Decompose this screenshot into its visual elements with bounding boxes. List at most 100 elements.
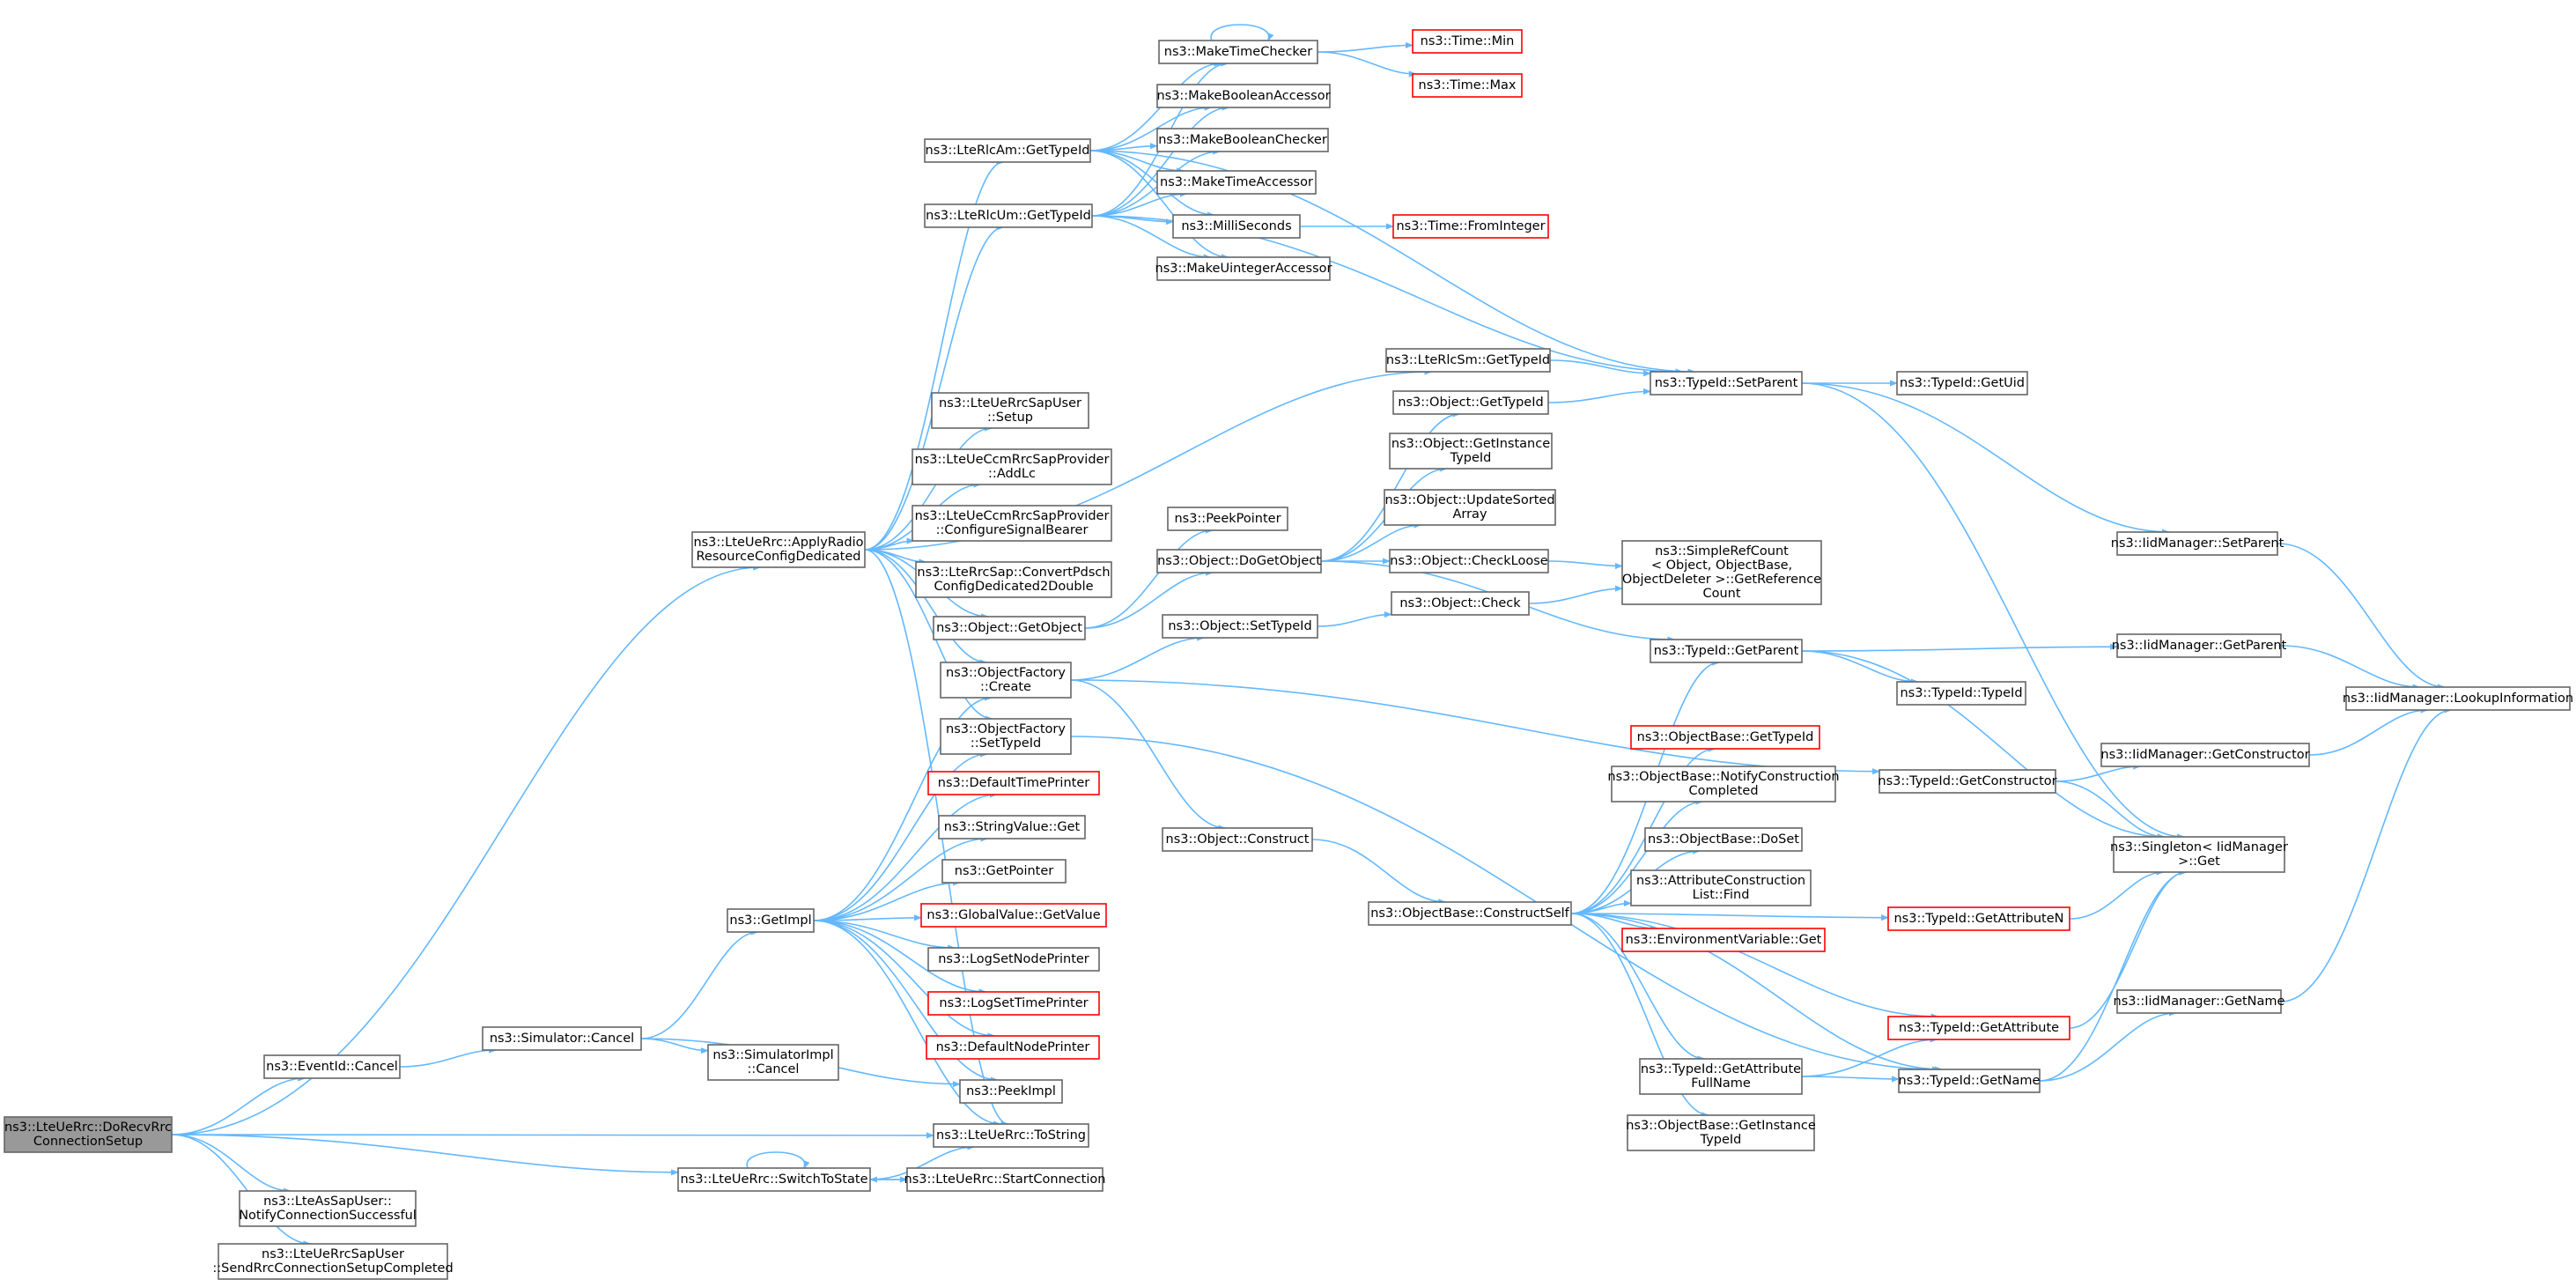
node-obj_settypeid[interactable]: ns3::Object::SetTypeId [1162, 614, 1318, 639]
node-obj_getobject[interactable]: ns3::Object::GetObject [933, 616, 1086, 640]
node-box [1158, 40, 1318, 64]
node-mua[interactable]: ns3::MakeUintegerAccessor [1155, 256, 1332, 281]
node-iid_getname[interactable]: ns3::IidManager::GetName [2114, 989, 2285, 1014]
node-box [1389, 433, 1553, 470]
node-tid_getattr[interactable]: ns3::TypeId::GetAttribute [1887, 1016, 2070, 1040]
node-label: ns3::ObjectFactory [946, 722, 1066, 736]
node-sim_cancel[interactable]: ns3::Simulator::Cancel [482, 1026, 642, 1051]
node-box [2116, 531, 2278, 556]
node-apply[interactable]: ns3::LteUeRrc::ApplyRadioResourceConfigD… [691, 531, 866, 568]
node-ob_gettypeid[interactable]: ns3::ObjectBase::GetTypeId [1630, 725, 1820, 750]
node-peekpointer[interactable]: ns3::PeekPointer [1167, 507, 1288, 531]
node-stringval[interactable]: ns3::StringValue::Get [938, 815, 1086, 840]
node-iid_getparent[interactable]: ns3::IidManager::GetParent [2112, 633, 2287, 658]
node-label: ns3::Simulator::Cancel [490, 1032, 634, 1046]
node-simimpl_cancel[interactable]: ns3::SimulatorImpl::Cancel [707, 1044, 839, 1081]
node-label: ns3::IidManager::GetConstructor [2100, 748, 2309, 762]
node-ob_doset[interactable]: ns3::ObjectBase::DoSet [1644, 827, 1803, 852]
node-iid_getconstructor[interactable]: ns3::IidManager::GetConstructor [2100, 743, 2310, 767]
node-box [1878, 769, 2056, 794]
node-mtc[interactable]: ns3::MakeTimeChecker [1158, 40, 1318, 64]
node-tid_getconstructor[interactable]: ns3::TypeId::GetConstructor [1878, 769, 2057, 794]
node-time_max[interactable]: ns3::Time::Max [1412, 73, 1523, 98]
node-singleton[interactable]: ns3::Singleton< IidManager>::Get [2110, 836, 2288, 873]
node-label: ns3::TypeId::GetUid [1900, 376, 2025, 390]
edge-obj_settypeid-to-obj_check [1317, 610, 1392, 627]
node-label: TypeId [1700, 1133, 1742, 1147]
node-mba[interactable]: ns3::MakeBooleanAccessor [1156, 84, 1331, 108]
node-label: List::Find [1693, 888, 1750, 902]
node-envvar[interactable]: ns3::EnvironmentVariable::Get [1621, 928, 1826, 952]
node-box [940, 718, 1072, 755]
node-time_min[interactable]: ns3::Time::Min [1412, 29, 1523, 54]
node-box [924, 203, 1093, 228]
node-of_settypeid[interactable]: ns3::ObjectFactory::SetTypeId [940, 718, 1072, 755]
node-eventid_cancel[interactable]: ns3::EventId::Cancel [263, 1054, 401, 1079]
node-obj_construct[interactable]: ns3::Object::Construct [1162, 827, 1313, 852]
node-defnode[interactable]: ns3::DefaultNodePrinter [926, 1035, 1100, 1060]
node-start_conn[interactable]: ns3::LteUeRrc::StartConnection [904, 1167, 1106, 1192]
node-box [941, 859, 1067, 884]
node-tid_getuid[interactable]: ns3::TypeId::GetUid [1896, 371, 2028, 396]
node-mta[interactable]: ns3::MakeTimeAccessor [1156, 170, 1317, 195]
node-box [1162, 827, 1313, 852]
node-box [1392, 214, 1549, 239]
node-logsettime[interactable]: ns3::LogSetTimePrinter [927, 991, 1100, 1016]
node-time_fromint[interactable]: ns3::Time::FromInteger [1392, 214, 1549, 239]
node-label: ns3::TypeId::GetParent [1654, 644, 1799, 658]
node-rlcam[interactable]: ns3::LteRlcAm::GetTypeId [924, 138, 1091, 163]
node-tid_getname[interactable]: ns3::TypeId::GetName [1898, 1069, 2041, 1093]
node-asap[interactable]: ns3::LteAsSapUser::NotifyConnectionSucce… [239, 1190, 417, 1227]
node-logsetnode[interactable]: ns3::LogSetNodePrinter [927, 947, 1100, 972]
node-tid_getattrn[interactable]: ns3::TypeId::GetAttributeN [1887, 906, 2070, 931]
node-rrcsap_send[interactable]: ns3::LteUeRrcSapUser::SendRrcConnectionS… [212, 1243, 454, 1280]
node-label: NotifyConnectionSuccessful [239, 1209, 417, 1223]
node-ltercsap[interactable]: ns3::LteRrcSap::ConvertPdschConfigDedica… [915, 561, 1112, 598]
node-tid_typeid[interactable]: ns3::TypeId::TypeId [1896, 681, 2026, 706]
edge-obj_construct-to-ob_constructself [1311, 839, 1447, 906]
node-ob_notify[interactable]: ns3::ObjectBase::NotifyConstructionCompl… [1607, 766, 1840, 803]
node-obj_gettypeid[interactable]: ns3::Object::GetTypeId [1392, 390, 1549, 415]
node-millis[interactable]: ns3::MilliSeconds [1172, 214, 1301, 239]
edge-root-to-rrcsap_send [171, 1134, 312, 1247]
node-label: ns3::MakeUintegerAccessor [1155, 262, 1332, 276]
node-deftime[interactable]: ns3::DefaultTimePrinter [927, 771, 1100, 795]
edge-iid_setparent-to-iid_lookup [2277, 543, 2446, 691]
node-rrcsapuser_setup[interactable]: ns3::LteUeRrcSapUser::Setup [931, 392, 1089, 429]
node-rlcum[interactable]: ns3::LteRlcUm::GetTypeId [924, 203, 1093, 228]
node-label: ns3::SimpleRefCount [1655, 544, 1789, 558]
node-label: >::Get [2178, 854, 2220, 869]
node-label: ns3::Time::Max [1419, 78, 1517, 92]
node-box [912, 505, 1112, 542]
node-label: ns3::IidManager::GetName [2114, 995, 2285, 1009]
node-label: ns3::EnvironmentVariable::Get [1626, 933, 1822, 947]
node-ob_constructself[interactable]: ns3::ObjectBase::ConstructSelf [1368, 901, 1572, 926]
node-obj_check[interactable]: ns3::Object::Check [1391, 591, 1530, 616]
node-switch[interactable]: ns3::LteUeRrc::SwitchToState [677, 1167, 871, 1192]
node-peekimpl[interactable]: ns3::PeekImpl [959, 1079, 1063, 1104]
edge-tid_getname-to-singleton [2039, 869, 2188, 1082]
node-ccm_config[interactable]: ns3::LteUeCcmRrcSapProvider::ConfigureSi… [912, 505, 1112, 542]
node-mbc[interactable]: ns3::MakeBooleanChecker [1156, 128, 1329, 152]
edge-obj_getobject-to-peekpointer [1084, 527, 1214, 629]
node-getimpl[interactable]: ns3::GetImpl [727, 908, 815, 933]
node-ccm_addlc[interactable]: ns3::LteUeCcmRrcSapProvider::AddLc [912, 448, 1112, 485]
node-iid_lookup[interactable]: ns3::IidManager::LookupInformation [2343, 686, 2573, 711]
node-simplerefcount[interactable]: ns3::SimpleRefCount< Object, ObjectBase,… [1621, 540, 1822, 605]
node-tid_getparent[interactable]: ns3::TypeId::GetParent [1650, 639, 1803, 663]
node-iid_setparent[interactable]: ns3::IidManager::SetParent [2111, 531, 2284, 556]
node-of_create[interactable]: ns3::ObjectFactory::Create [940, 662, 1072, 699]
node-dogetobject[interactable]: ns3::Object::DoGetObject [1156, 549, 1322, 573]
node-obj_checkloose[interactable]: ns3::Object::CheckLoose [1389, 549, 1549, 573]
node-tid_setparent[interactable]: ns3::TypeId::SetParent [1650, 371, 1803, 396]
node-getpointer[interactable]: ns3::GetPointer [941, 859, 1067, 884]
node-globalval[interactable]: ns3::GlobalValue::GetValue [920, 903, 1107, 928]
node-tostring[interactable]: ns3::LteUeRrc::ToString [933, 1123, 1089, 1148]
node-rlcsm[interactable]: ns3::LteRlcSm::GetTypeId [1385, 348, 1551, 373]
